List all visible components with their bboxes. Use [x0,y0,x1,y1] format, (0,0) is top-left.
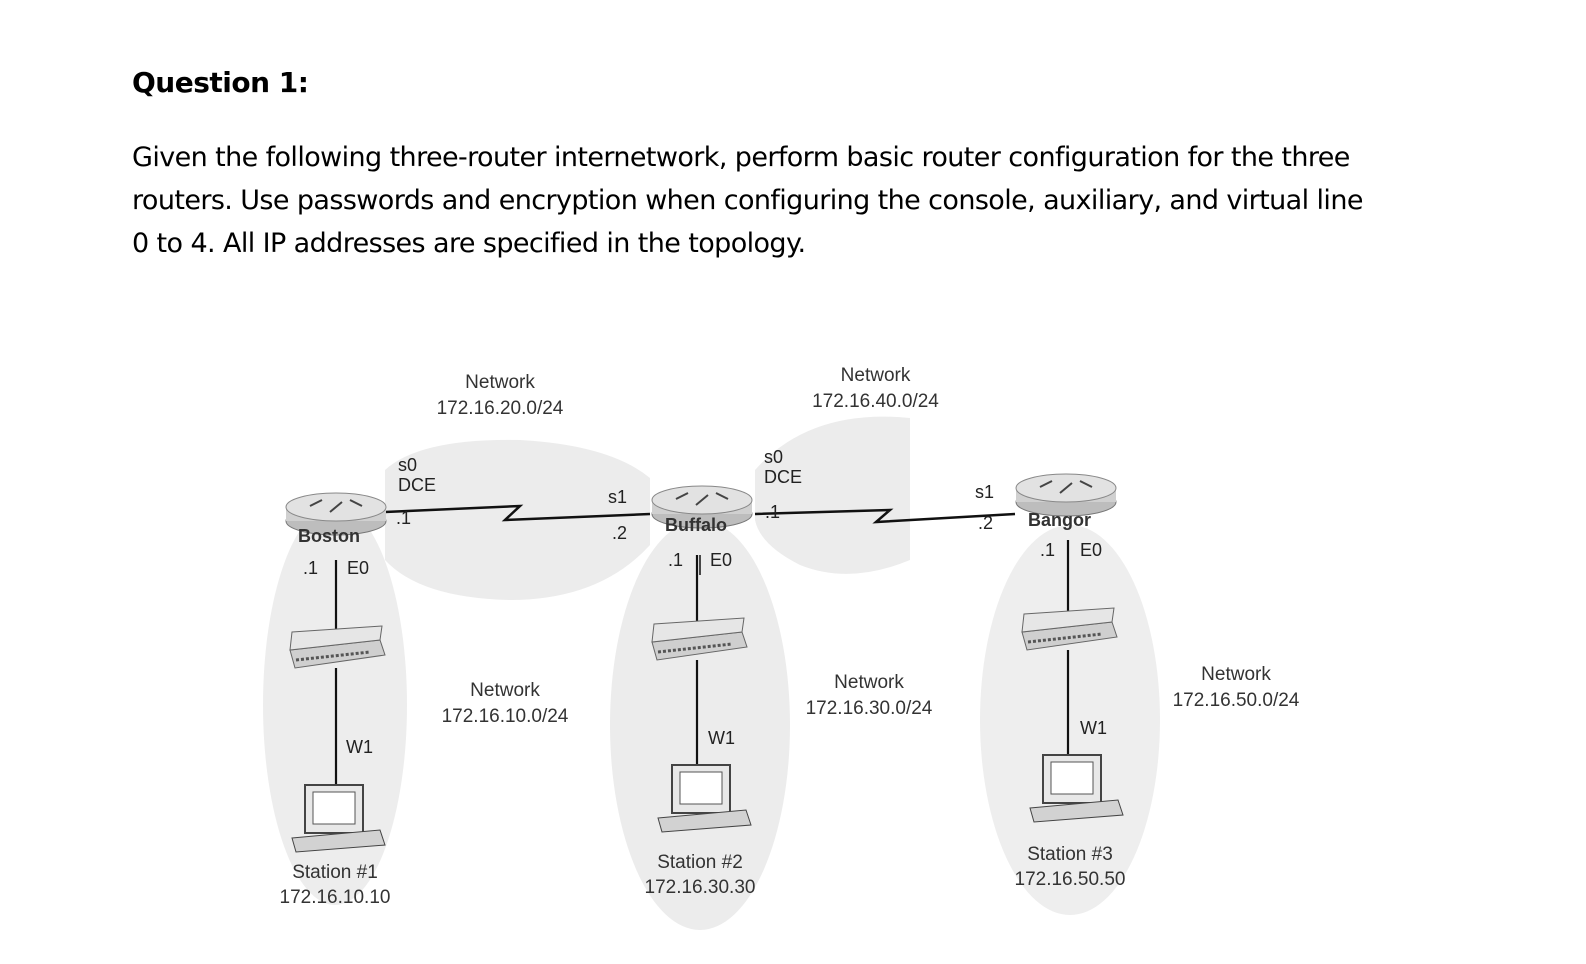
hub-3-icon [1021,607,1118,651]
boston-s0-ip: .1 [396,508,412,528]
bangor-router-name: Bangor [1028,510,1091,530]
question-line-2: routers. Use passwords and encryption wh… [132,185,1363,216]
serial-link-buffalo-bangor [754,508,1016,524]
boston-s0-label: s0 DCE [398,455,436,495]
network-10-address: 172.16.10.0/24 [441,706,569,727]
bangor-s1-ip: .2 [978,513,994,533]
buffalo-s0-label: s0 DCE [764,447,802,487]
boston-e0-ip: .1 [303,558,319,578]
station-2-ip: 172.16.30.30 [644,877,756,898]
buffalo-e0-ip: .1 [668,550,684,570]
station-3-icon [1029,754,1124,823]
boston-s0: s0 [398,455,418,475]
buffalo-s1: s1 [608,487,628,507]
station-1-w1: W1 [346,737,373,757]
station-3-name: Station #3 [1027,844,1113,865]
station-1-name: Station #1 [292,862,378,883]
hub-2-icon [651,617,748,661]
network-10-label: Network 172.16.10.0/24 [430,680,580,728]
station-3-ip: 172.16.50.50 [1014,869,1126,890]
router-buffalo-icon [651,485,753,529]
network-50-label: Network 172.16.50.0/24 [1160,664,1312,712]
network-172-16-30-region [610,520,790,930]
station-3-w1: W1 [1080,718,1107,738]
buffalo-s0-ip: .1 [765,502,781,522]
bangor-e0-ip: .1 [1040,540,1056,560]
network-40-title: Network [840,365,911,386]
boston-router-name: Boston [298,526,360,546]
network-50-address: 172.16.50.0/24 [1172,690,1300,711]
station-2-name: Station #2 [657,852,743,873]
network-30-title: Network [834,672,904,693]
hub-1-icon [289,625,386,669]
serial-link-boston-buffalo [384,504,651,522]
network-40-address: 172.16.40.0/24 [812,391,939,412]
station-2-icon [657,764,752,833]
network-20-label: Network 172.16.20.0/24 [425,372,575,420]
station-2-label: Station #2 172.16.30.30 [630,852,770,899]
question-line-1: Given the following three-router interne… [132,142,1350,173]
station-2-w1: W1 [708,728,735,748]
router-boston-icon [285,492,387,536]
network-30-address: 172.16.30.0/24 [805,698,933,719]
station-3-label: Station #3 172.16.50.50 [1000,844,1140,891]
question-heading: Question 1: [132,66,309,99]
network-172-16-40-region [755,416,910,574]
station-1-ip: 172.16.10.10 [279,887,391,908]
buffalo-e0: E0 [710,550,733,570]
station-1-icon [291,784,386,853]
buffalo-dce: DCE [764,467,803,487]
station-1-label: Station #1 172.16.10.10 [265,862,405,909]
boston-e0: E0 [347,558,370,578]
buffalo-s0: s0 [764,447,784,467]
bangor-e0: E0 [1080,540,1103,560]
buffalo-s1-ip: .2 [612,523,628,543]
router-bangor-icon [1015,473,1117,517]
network-50-title: Network [1201,664,1271,685]
network-20-address: 172.16.20.0/24 [436,398,564,419]
network-40-label: Network 172.16.40.0/24 [798,365,953,413]
network-20-title: Network [465,372,535,393]
question-text: Given the following three-router interne… [132,136,1452,265]
network-10-title: Network [470,680,540,701]
boston-dce: DCE [398,475,437,495]
question-line-3: 0 to 4. All IP addresses are specified i… [132,228,806,259]
network-30-label: Network 172.16.30.0/24 [793,672,945,720]
bangor-s1: s1 [975,482,995,502]
buffalo-router-name: Buffalo [665,515,727,535]
